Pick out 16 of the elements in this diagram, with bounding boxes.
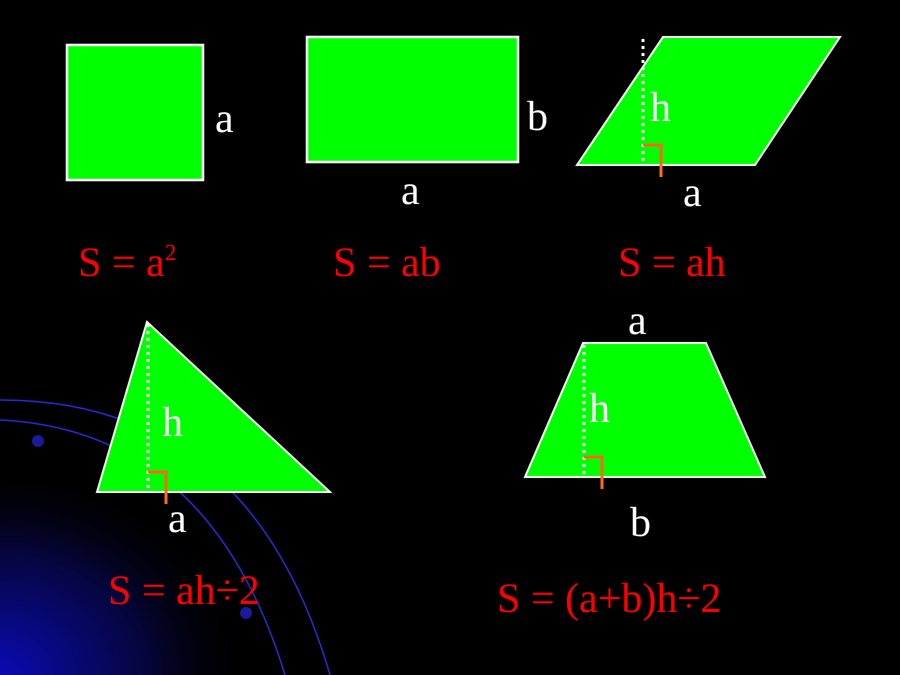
side-label: a	[215, 98, 234, 140]
base-label: a	[168, 498, 187, 540]
rectangle-shape	[307, 37, 518, 162]
area-formula: S = ah	[618, 242, 726, 284]
area-formula: S = a$^{2}$	[78, 242, 176, 284]
square-shape	[67, 45, 203, 180]
top-label: a	[628, 300, 647, 342]
base-label: b	[630, 502, 651, 544]
height-label: h	[162, 402, 183, 444]
base-label: a	[683, 172, 702, 214]
side-label: b	[527, 96, 548, 138]
height-label: h	[589, 388, 610, 430]
area-formula: S = (a+b)h÷2	[497, 578, 722, 620]
area-formula: S = ab	[333, 242, 441, 284]
height-label: h	[650, 87, 671, 129]
base-label: a	[401, 170, 420, 212]
